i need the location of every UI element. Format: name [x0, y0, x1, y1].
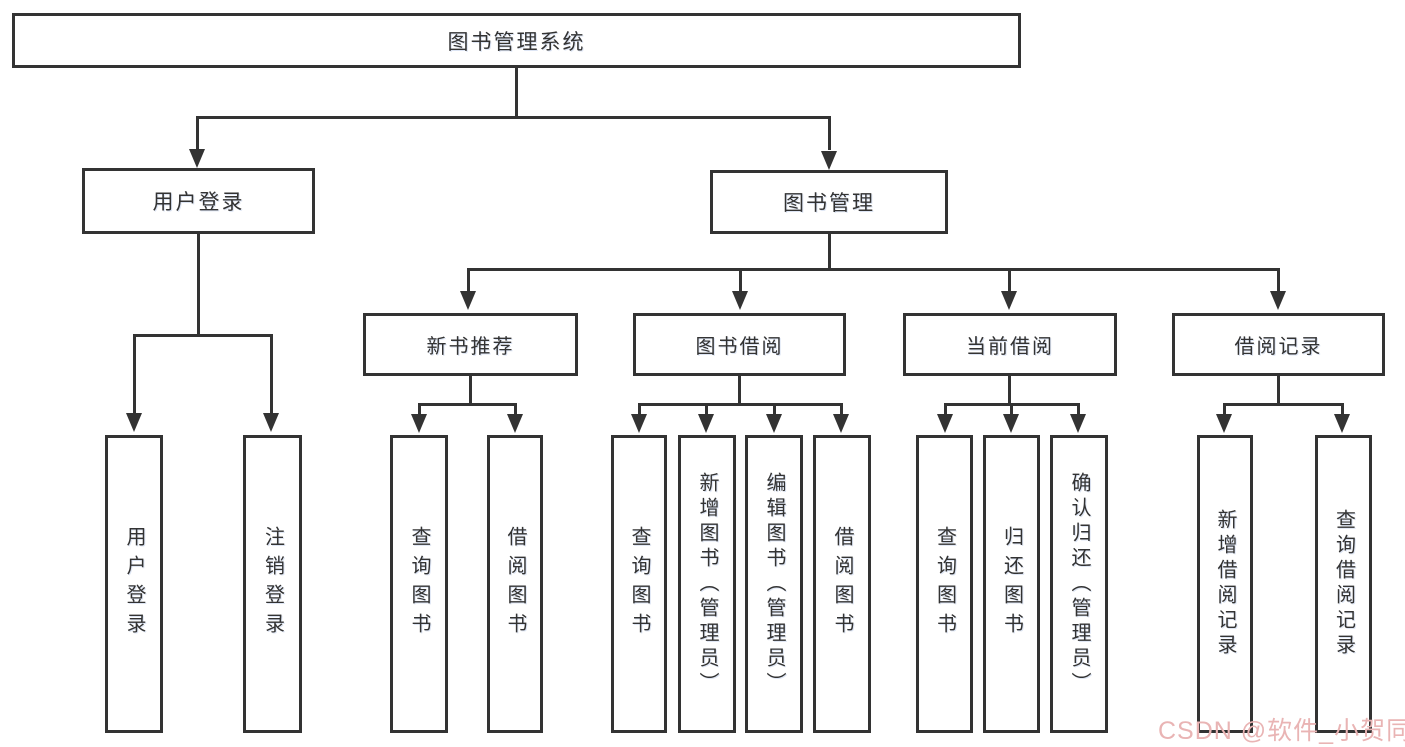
arrowhead-icon: [1334, 414, 1350, 433]
arrowhead-icon: [507, 414, 523, 433]
connector-line: [705, 403, 708, 415]
node-book-borrowing: 图书借阅: [633, 313, 846, 376]
node-user-login: 用户登录: [82, 168, 315, 234]
connector-line: [514, 403, 517, 415]
connector-line: [738, 376, 741, 406]
connector-line: [828, 116, 831, 150]
node-label: 图书管理: [783, 192, 875, 215]
leaf-cb-confirm-return-admin: 确认归还（管理员）: [1050, 435, 1108, 733]
connector-line: [1223, 403, 1226, 415]
connector-line: [944, 403, 947, 415]
connector-line: [840, 403, 843, 415]
arrowhead-icon: [1070, 414, 1086, 433]
node-label: 查询图书: [628, 526, 650, 642]
node-label: 用户登录: [152, 191, 245, 214]
node-label: 确认归还（管理员）: [1068, 471, 1090, 697]
node-label: 新书推荐: [426, 336, 515, 358]
connector-line: [1277, 376, 1280, 406]
connector-line: [1008, 268, 1011, 292]
leaf-cb-query-books: 查询图书: [916, 435, 973, 733]
node-book-management: 图书管理: [710, 170, 948, 234]
leaf-bb-borrow-books: 借阅图书: [813, 435, 871, 733]
arrowhead-icon: [732, 291, 748, 310]
connector-line: [828, 234, 831, 270]
connector-line: [467, 268, 1280, 271]
connector-line: [196, 116, 831, 119]
connector-line: [1341, 403, 1344, 415]
connector-line: [133, 334, 136, 414]
leaf-user-login: 用户登录: [105, 435, 163, 733]
connector-line: [1010, 403, 1013, 415]
arrowhead-icon: [631, 414, 647, 433]
connector-line: [638, 403, 641, 415]
connector-line: [1277, 268, 1280, 292]
arrowhead-icon: [833, 414, 849, 433]
arrowhead-icon: [698, 414, 714, 433]
node-label: 用户登录: [123, 526, 145, 642]
node-label: 注销登录: [261, 526, 284, 642]
connector-line: [133, 334, 273, 337]
connector-line: [773, 403, 776, 415]
connector-line: [1008, 376, 1011, 406]
connector-line: [638, 403, 843, 406]
connector-line: [1223, 403, 1343, 406]
arrowhead-icon: [1001, 291, 1017, 310]
connector-line: [739, 268, 742, 292]
connector-line: [469, 376, 472, 406]
node-label: 编辑图书（管理员）: [763, 471, 785, 697]
arrowhead-icon: [263, 413, 279, 432]
arrowhead-icon: [1216, 414, 1232, 433]
connector-line: [418, 403, 421, 415]
leaf-logout: 注销登录: [243, 435, 302, 733]
node-label: 查询图书: [408, 526, 430, 642]
arrowhead-icon: [460, 291, 476, 310]
connector-line: [270, 334, 273, 414]
arrowhead-icon: [126, 413, 142, 432]
node-new-book-recommendation: 新书推荐: [363, 313, 578, 376]
leaf-cb-return-books: 归还图书: [983, 435, 1040, 733]
connector-line: [1077, 403, 1080, 415]
arrowhead-icon: [189, 149, 205, 168]
node-label: 查询图书: [933, 526, 956, 642]
node-label: 图书借阅: [695, 336, 784, 358]
connector-line: [196, 116, 199, 150]
node-borrowing-records: 借阅记录: [1172, 313, 1385, 376]
arrowhead-icon: [937, 414, 953, 433]
node-label: 查询借阅记录: [1332, 509, 1355, 659]
arrowhead-icon: [1270, 291, 1286, 310]
leaf-bb-query-books: 查询图书: [611, 435, 667, 733]
node-label: 当前借阅: [966, 336, 1054, 358]
node-label: 图书管理系统: [447, 30, 586, 54]
node-label: 归还图书: [1000, 526, 1023, 642]
arrowhead-icon: [411, 414, 427, 433]
leaf-rec-borrow-books: 借阅图书: [487, 435, 543, 733]
leaf-rec-query-books: 查询图书: [390, 435, 448, 733]
node-label: 借阅图书: [504, 526, 526, 642]
leaf-br-query-record: 查询借阅记录: [1315, 435, 1372, 733]
node-label: 新增借阅记录: [1214, 509, 1236, 659]
node-label: 借阅记录: [1234, 336, 1323, 358]
leaf-br-add-record: 新增借阅记录: [1197, 435, 1253, 733]
connector-line: [515, 68, 518, 119]
leaf-bb-edit-books-admin: 编辑图书（管理员）: [745, 435, 803, 733]
connector-line: [418, 403, 517, 406]
arrowhead-icon: [766, 414, 782, 433]
arrowhead-icon: [1003, 414, 1019, 433]
connector-line: [197, 234, 200, 337]
arrowhead-icon: [821, 151, 837, 170]
connector-line: [467, 268, 470, 292]
node-current-borrowing: 当前借阅: [903, 313, 1117, 376]
csdn-watermark: CSDN @软件_小贺同学: [1158, 717, 1405, 745]
node-root-library-system: 图书管理系统: [12, 13, 1021, 68]
leaf-bb-add-books-admin: 新增图书（管理员）: [678, 435, 736, 733]
node-label: 新增图书（管理员）: [696, 471, 718, 697]
node-label: 借阅图书: [831, 526, 853, 642]
